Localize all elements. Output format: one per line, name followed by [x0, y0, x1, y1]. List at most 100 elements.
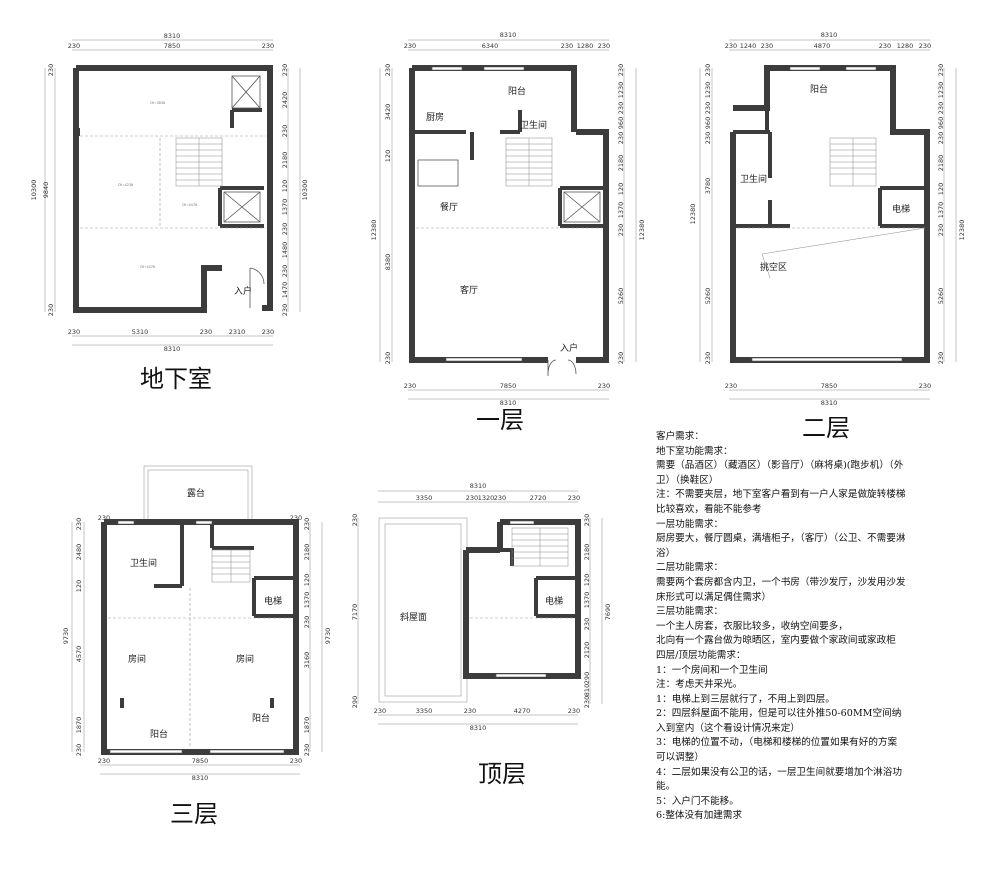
- bathroom-label: 卫生间: [130, 557, 157, 569]
- dim-right: 2180: [617, 155, 625, 172]
- dim-top: 1280: [577, 42, 594, 50]
- balcony-label: 阳台: [810, 83, 828, 95]
- dim-right: 1230: [937, 82, 945, 99]
- requirement-line: 一个主人房套，衣服比较多，收纳空间要多，: [656, 620, 848, 632]
- room-left-label: 房间: [128, 653, 146, 665]
- dim-bottom: 230: [725, 382, 737, 390]
- dim-left: 120: [75, 580, 83, 592]
- dim-left: 4570: [75, 646, 83, 663]
- dim-bottom-total: 8310: [500, 399, 517, 407]
- dim-left-total: 12380: [370, 220, 378, 241]
- requirement-line: 5：入户门不能移。: [656, 795, 739, 807]
- dim-right: 1370: [617, 202, 625, 219]
- requirement-line: 地下室功能需求：: [656, 445, 733, 457]
- dim-top: 3350: [416, 494, 433, 502]
- dim-right: 960: [617, 117, 625, 129]
- dim-bottom: 7850: [500, 382, 517, 390]
- basement-plan: 8310 230 7850 230 230 5310 230 2310 230 …: [30, 32, 309, 393]
- dim-bottom: 230: [568, 707, 580, 715]
- dim-right: 230: [937, 352, 945, 364]
- dim-left: 230: [704, 352, 712, 364]
- balcony-left-label: 阳台: [150, 728, 168, 740]
- dim-right: 290: [583, 672, 591, 684]
- dim-bottom-total: 8310: [470, 724, 487, 732]
- dim-right: 2180: [937, 155, 945, 172]
- dim-bottom: 230: [68, 328, 80, 336]
- dim-right: 230: [583, 696, 591, 708]
- requirement-line: 4：二层如果没有公卫的话，一层卫生间就要增加个淋浴功能。: [656, 766, 902, 793]
- dim-top: 230: [262, 42, 274, 50]
- dim-right: 2180: [281, 152, 289, 169]
- dim-bottom: 2310: [229, 328, 246, 336]
- dim-left-total: 12380: [689, 204, 697, 225]
- dim-right: 230: [937, 102, 945, 114]
- dim-top: 230: [879, 42, 891, 50]
- dim-right: 230: [281, 64, 289, 76]
- dim-top: 230: [68, 42, 80, 50]
- dim-right: 5260: [617, 288, 625, 305]
- dim-left: 230: [351, 514, 359, 526]
- dim-left: 2480: [75, 544, 83, 561]
- dim-bottom: 7850: [192, 757, 209, 765]
- svg-text:CH:4230: CH:4230: [118, 183, 133, 187]
- requirement-line: 1：电梯上到三层就行了，不用上到四层。: [656, 693, 835, 705]
- dim-left: 230: [384, 64, 392, 76]
- dim-right: 230: [303, 518, 311, 530]
- dim-top: 1320: [478, 494, 495, 502]
- entrance-label: 入户: [234, 285, 252, 297]
- dim-right: 230: [583, 514, 591, 526]
- dim-left: 230: [47, 304, 55, 316]
- dim-right: 5260: [937, 288, 945, 305]
- dim-right: 810: [583, 684, 591, 696]
- requirement-line: 客户需求：: [656, 431, 704, 442]
- dim-bottom: 230: [404, 382, 416, 390]
- dim-right: 120: [583, 574, 591, 586]
- elevator-label: 电梯: [892, 203, 910, 215]
- svg-text:CH:3030: CH:3030: [150, 101, 165, 105]
- dim-top: 2720: [530, 494, 547, 502]
- dim-top: 230: [598, 42, 610, 50]
- dim-right: 230: [617, 352, 625, 364]
- floor1-plan: 8310 230 6340 230 1280 230 230 7850 230 …: [370, 31, 646, 434]
- dim-right: 230: [281, 304, 289, 316]
- dim-right-total: 12380: [638, 220, 646, 241]
- dim-right: 1370: [303, 592, 311, 609]
- dim-left: 1870: [75, 717, 83, 734]
- dim-left: 230: [704, 64, 712, 76]
- dim-bottom: 7850: [821, 382, 838, 390]
- requirement-line: 一层功能需求：: [656, 518, 724, 530]
- dim-right-total: 12380: [958, 220, 966, 241]
- dim-left: 120: [384, 150, 392, 162]
- dim-left: 5260: [704, 288, 712, 305]
- dim-top: 230: [494, 494, 506, 502]
- dim-top: 230: [568, 494, 580, 502]
- dim-bottom-total: 8310: [192, 774, 209, 782]
- requirement-line: 二层功能需求：: [656, 562, 724, 574]
- dim-top: 230: [725, 42, 737, 50]
- dim-right: 120: [617, 183, 625, 195]
- floor3-plan: 露台 230 230 230 7850 230 8310 230 2480 12…: [62, 465, 332, 828]
- title-top: 顶层: [478, 760, 526, 788]
- kitchen-label: 厨房: [426, 111, 444, 123]
- bathroom-label: 卫生间: [740, 173, 767, 185]
- title-floor2: 二层: [802, 414, 850, 442]
- requirement-line: 需要（品酒区）（藏酒区）（影音厅）（麻将桌)(跑步机）（外卫）（换鞋区）: [656, 460, 904, 486]
- dim-top: 4870: [814, 42, 831, 50]
- dim-bottom: 230: [262, 328, 274, 336]
- dim-left: 230: [75, 518, 83, 530]
- dim-right: 2120: [583, 642, 591, 659]
- dim-left: 1230: [704, 82, 712, 99]
- dim-left: 9840: [42, 182, 50, 199]
- dim-right: 230: [303, 744, 311, 756]
- dim-left: 7170: [351, 604, 359, 621]
- dim-bottom: 230: [290, 757, 302, 765]
- dim-top: 1280: [897, 42, 914, 50]
- slope-roof-label: 斜屋面: [400, 611, 427, 623]
- dim-right: 230: [617, 224, 625, 236]
- dim-right: 1480: [281, 242, 289, 259]
- requirement-line: 2：四层斜屋面不能用，但是可以往外推50-60MM空间纳入到室内（这个看设计情况…: [656, 708, 902, 734]
- elevator-label: 电梯: [264, 595, 282, 607]
- dim-right-total: 7690: [604, 604, 612, 621]
- dim-top: 6340: [482, 42, 499, 50]
